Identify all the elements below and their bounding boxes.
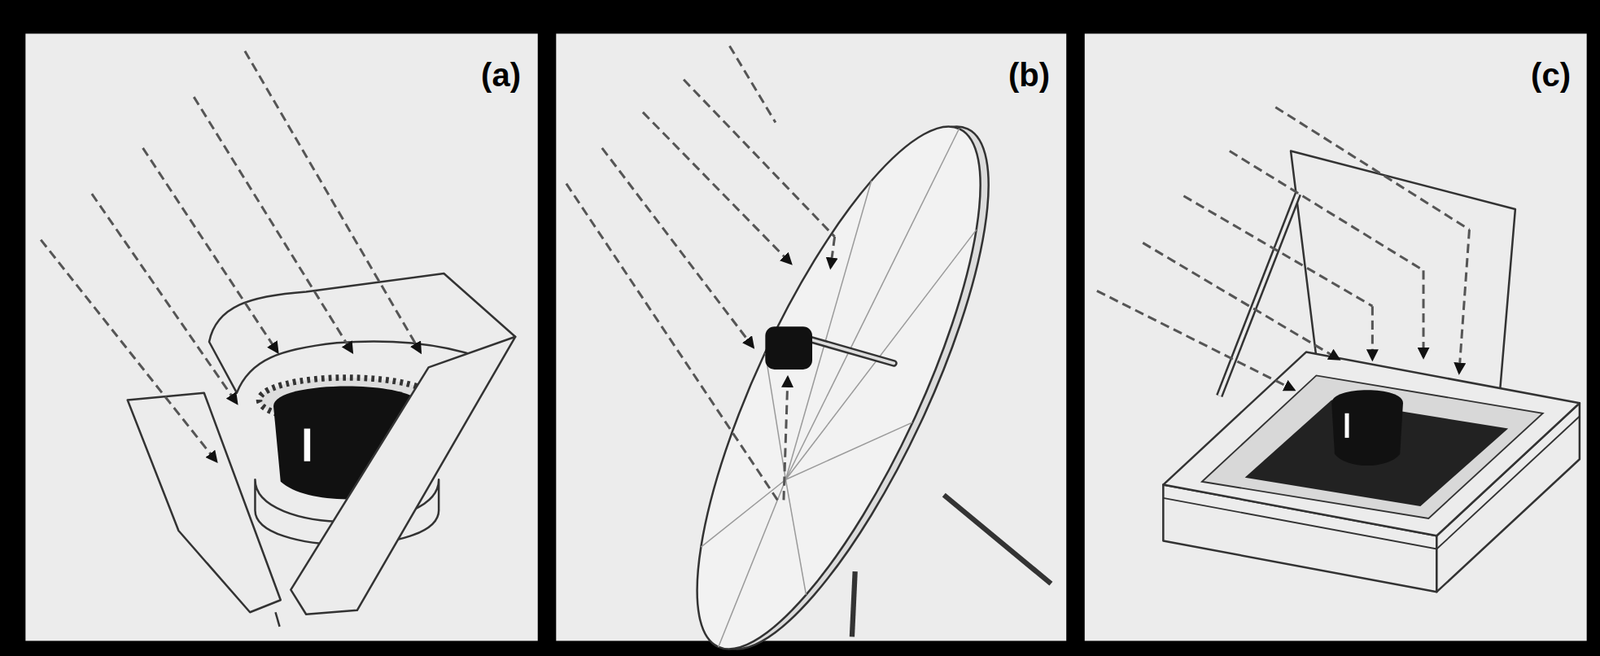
pot-arm: [808, 338, 894, 363]
cooking-pot: [765, 326, 813, 370]
sun-ray: [642, 112, 792, 264]
flap-tip: [275, 612, 280, 627]
right-reflector-flap: [290, 336, 516, 615]
reflected-ray: [830, 236, 835, 268]
sun-ray: [143, 148, 279, 353]
panel-letter: (a): [480, 56, 521, 93]
reflected-ray: [1371, 306, 1374, 359]
sun-ray: [602, 148, 754, 347]
panel-background: [1084, 33, 1587, 641]
pot-arm-highlight: [808, 338, 894, 363]
sun-ray: [40, 240, 217, 462]
panel-background: [25, 33, 538, 641]
parabolic-cooker: [566, 45, 1052, 656]
panel-letter: (c): [1530, 56, 1571, 93]
glass-window: [1202, 375, 1544, 519]
sun-ray: [1142, 242, 1339, 359]
reflected-ray: [1459, 229, 1470, 373]
sun-ray: [193, 96, 352, 352]
sun-ray: [91, 193, 237, 403]
pot-highlight: [304, 428, 311, 462]
left-reflector-flap: [127, 393, 281, 613]
tripod-leg: [852, 571, 856, 637]
box-cooker: [1097, 107, 1580, 593]
sun-ray: [566, 183, 779, 501]
pot-highlight: [1345, 413, 1350, 438]
illustration-group: [25, 33, 1587, 656]
box-top-frame: [1162, 352, 1580, 537]
reflected-ray: [783, 377, 788, 500]
cooking-pot: [1331, 389, 1404, 466]
sun-ray: [729, 45, 775, 123]
sun-ray: [683, 79, 835, 237]
panel-cooker: [40, 51, 516, 627]
sun-ray: [1229, 151, 1424, 272]
dish-ribs: [700, 128, 977, 647]
tripod-leg: [944, 494, 1052, 584]
sun-ray: [1097, 290, 1294, 390]
reflected-ray: [1422, 270, 1426, 358]
panel-letter: (b): [1008, 56, 1050, 93]
sun-ray: [1183, 196, 1373, 307]
sun-ray: [244, 51, 421, 353]
sun-ray: [1275, 107, 1469, 230]
parabolic-dish: [643, 94, 1034, 656]
